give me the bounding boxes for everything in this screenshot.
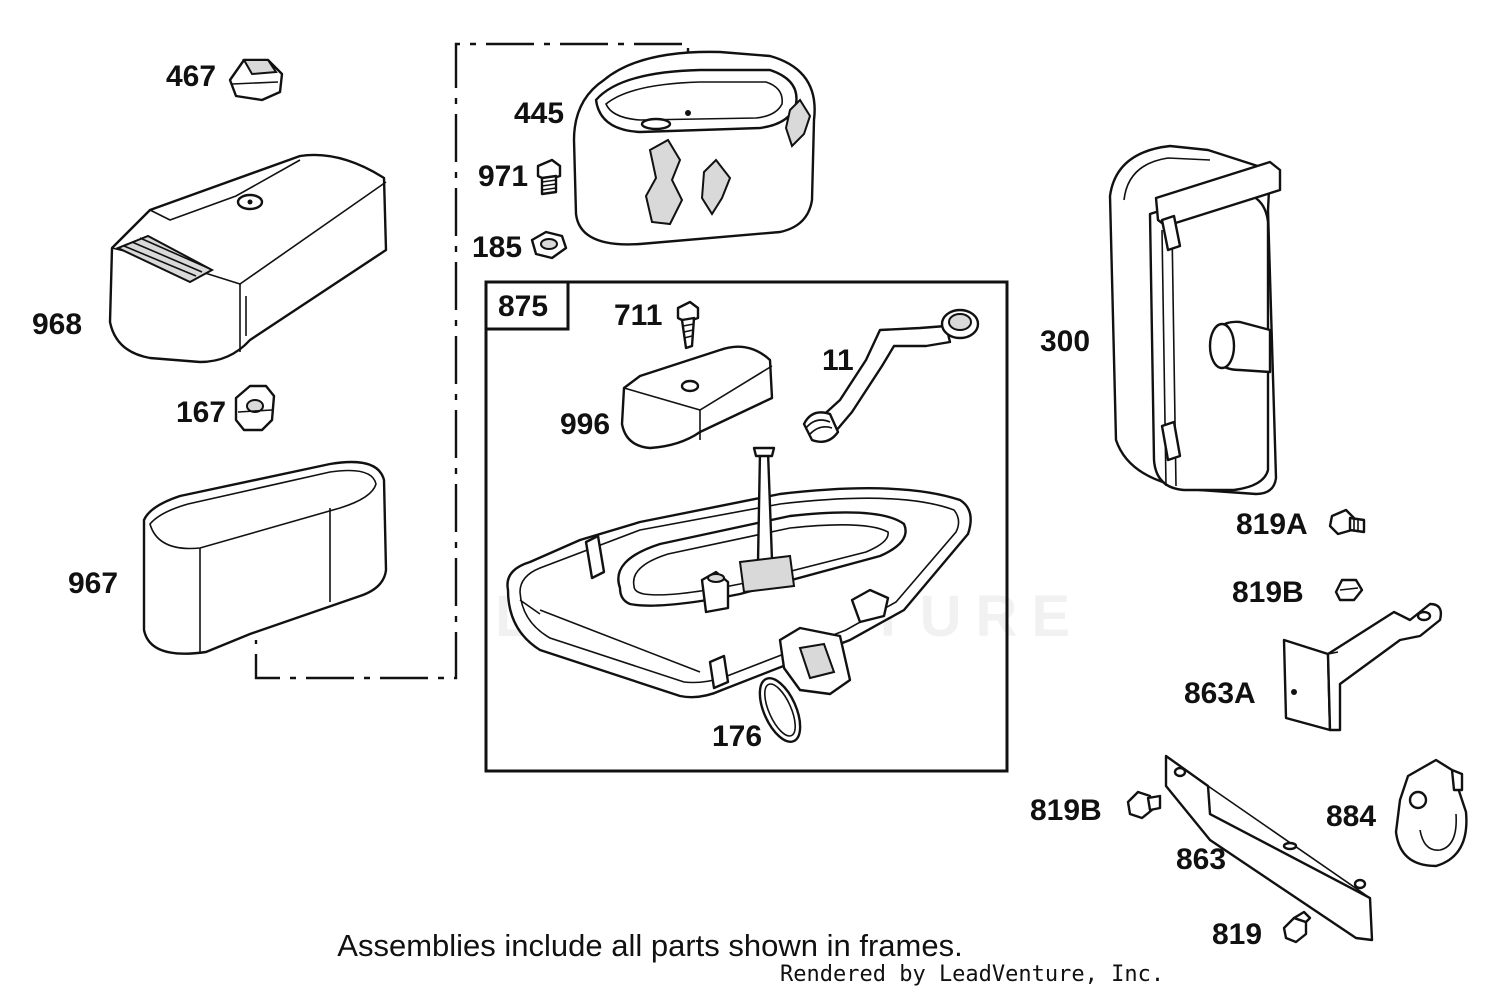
label-467: 467 [166,60,216,93]
part-819b-top-bolt [1334,578,1364,602]
label-968: 968 [32,308,82,341]
part-971-screw [536,158,562,196]
part-884-clamp [1394,758,1468,868]
label-176: 176 [712,720,762,753]
part-819a-bolt [1328,508,1366,536]
part-968-cover [108,153,388,364]
label-185: 185 [472,231,522,264]
part-176-o-ring [758,677,802,743]
label-884: 884 [1326,800,1376,833]
assembly-connector-line [254,42,690,680]
label-445: 445 [514,97,564,130]
part-11-breather-tube [802,308,980,443]
label-863a: 863A [1184,677,1256,710]
assemblies-note: Assemblies include all parts shown in fr… [337,928,963,963]
part-863-strap [1164,754,1374,942]
part-185-nut [530,230,568,260]
label-996: 996 [560,408,610,441]
label-819b-bottom: 819B [1030,794,1102,827]
label-819b-top: 819B [1232,576,1304,609]
label-819: 819 [1212,918,1262,951]
part-300-muffler [1108,144,1282,496]
frame-label-875: 875 [498,290,548,323]
part-996-baffle [620,345,774,450]
assembly-frame-label-box [484,280,570,331]
part-711-screw [676,300,700,350]
part-167-grommet [234,384,276,432]
label-300: 300 [1040,325,1090,358]
part-445-air-filter [572,50,816,246]
part-863a-bracket [1282,602,1443,732]
label-971: 971 [478,160,528,193]
part-819-bolt [1282,910,1312,944]
label-711: 711 [614,299,662,332]
part-air-cleaner-base [506,446,972,699]
label-167: 167 [176,396,226,429]
render-credit: Rendered by LeadVenture, Inc. [780,962,1165,987]
label-967: 967 [68,567,118,600]
label-11: 11 [822,344,854,377]
part-467-knob [228,58,284,102]
part-967-precleaner [142,460,388,655]
part-819b-bottom-bolt [1126,790,1162,820]
assembly-frame-875 [484,280,1009,773]
label-863: 863 [1176,843,1226,876]
label-819a: 819A [1236,508,1308,541]
